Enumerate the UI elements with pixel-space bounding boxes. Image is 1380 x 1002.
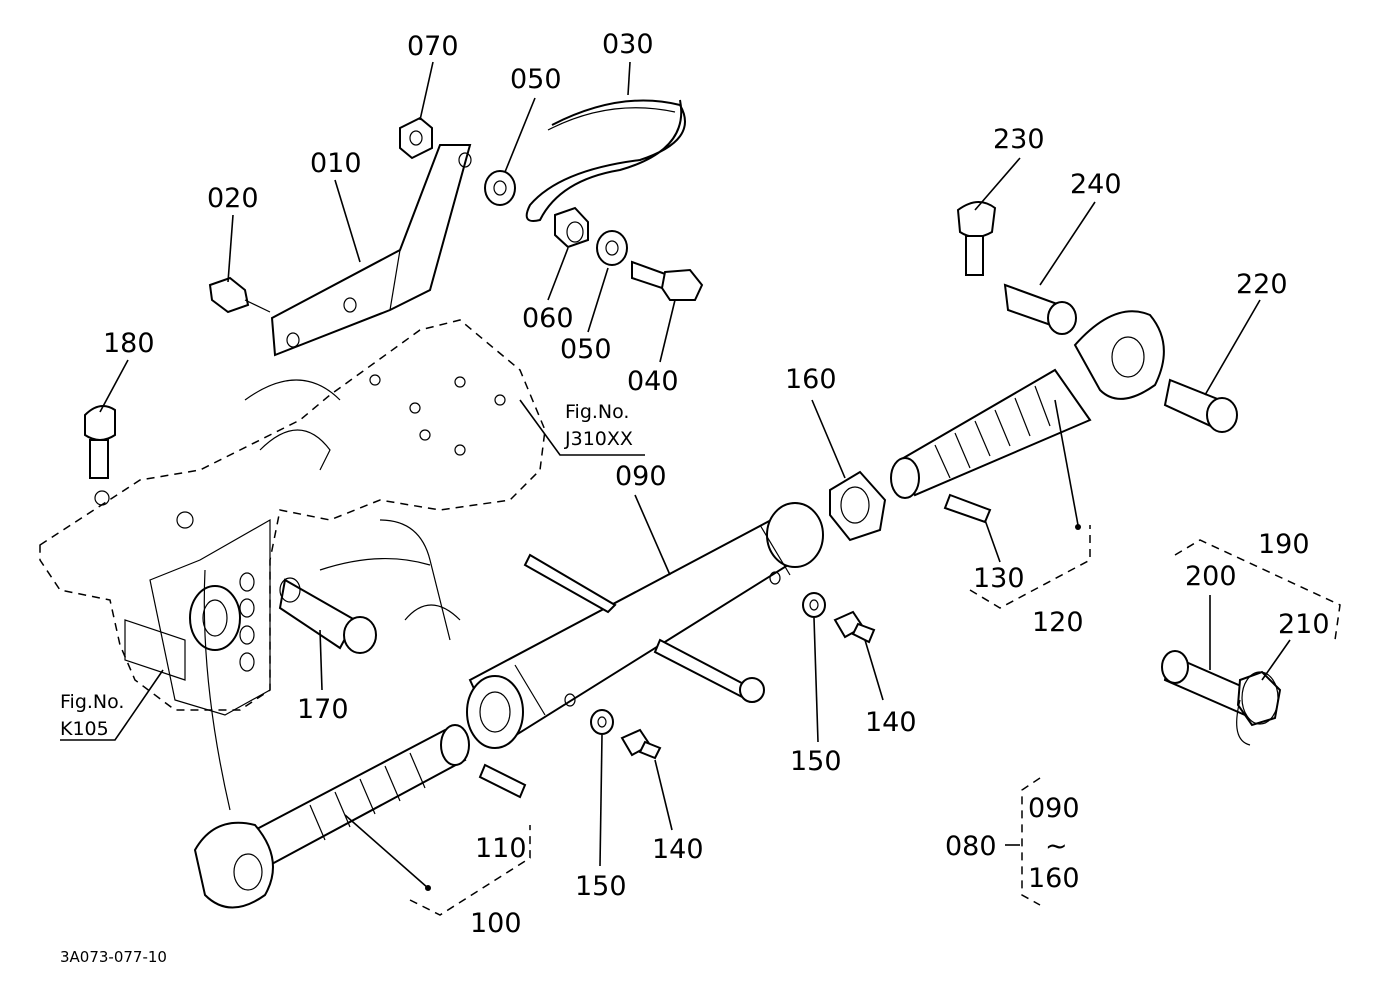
fig-ref-j-id: J310XX xyxy=(564,428,633,450)
label-140-right: 140 xyxy=(865,707,917,738)
part-130-spring-pin xyxy=(943,493,992,524)
part-140-fitting-left xyxy=(620,728,662,760)
label-060: 060 xyxy=(522,303,574,334)
label-150-right: 150 xyxy=(790,746,842,777)
label-070: 070 xyxy=(407,31,459,62)
label-220: 220 xyxy=(1236,269,1288,300)
label-080: 080 xyxy=(945,831,997,862)
part-200-pin xyxy=(1161,650,1252,717)
part-240-sleeve xyxy=(1003,283,1077,335)
housing-frame xyxy=(39,319,546,711)
part-180-pin xyxy=(84,405,116,479)
label-200: 200 xyxy=(1185,561,1237,592)
label-020: 020 xyxy=(207,183,259,214)
label-210: 210 xyxy=(1278,609,1330,640)
label-050-lower: 050 xyxy=(560,334,612,365)
part-120-right-end xyxy=(890,310,1238,499)
label-190: 190 xyxy=(1258,529,1310,560)
part-170-pin xyxy=(278,577,377,654)
part-030-wire-clip xyxy=(525,99,686,222)
lift-arm-bracket xyxy=(124,518,271,811)
label-150-left: 150 xyxy=(575,871,627,902)
part-040-bolt xyxy=(631,260,704,301)
fig-ref-k-title: Fig.No. xyxy=(60,691,124,713)
label-140-left: 140 xyxy=(652,834,704,865)
part-150-washer-right xyxy=(802,592,826,618)
leader-lines xyxy=(60,61,1291,889)
figure-references: Fig.No. J310XX Fig.No. K105 xyxy=(60,401,633,740)
label-050-upper: 050 xyxy=(510,64,562,95)
part-160-locknut xyxy=(829,470,887,542)
part-100-left-end xyxy=(193,724,470,909)
label-100: 100 xyxy=(470,908,522,939)
group-brackets xyxy=(409,524,1341,916)
part-090-tube xyxy=(466,502,824,749)
part-070-nut xyxy=(399,116,433,160)
part-labels: 070 030 050 010 020 060 050 040 180 170 … xyxy=(103,29,1330,939)
label-110: 110 xyxy=(475,833,527,864)
fig-ref-k-id: K105 xyxy=(60,718,109,740)
label-120: 120 xyxy=(1032,607,1084,638)
part-210-clip xyxy=(1236,670,1282,746)
part-010-bracket xyxy=(270,144,472,357)
label-040: 040 xyxy=(627,366,679,397)
label-030: 030 xyxy=(602,29,654,60)
label-230: 230 xyxy=(993,124,1045,155)
label-160: 160 xyxy=(785,364,837,395)
part-050-washer-lower xyxy=(596,230,628,266)
label-090: 090 xyxy=(615,461,667,492)
part-050-washer-upper xyxy=(484,170,516,206)
part-110-spring-pin xyxy=(478,763,527,799)
label-160-range: 160 xyxy=(1028,863,1080,894)
part-060-collar xyxy=(554,206,589,249)
fig-ref-j-title: Fig.No. xyxy=(565,401,629,423)
part-230-pin xyxy=(956,201,997,276)
drawing-code: 3A073-077-10 xyxy=(60,948,167,966)
label-130: 130 xyxy=(973,563,1025,594)
label-170: 170 xyxy=(297,694,349,725)
part-020-bolt xyxy=(208,276,271,314)
part-140-fitting-right xyxy=(833,610,876,644)
label-240: 240 xyxy=(1070,169,1122,200)
label-010: 010 xyxy=(310,148,362,179)
label-090-range: 090 xyxy=(1028,793,1080,824)
part-150-washer-left xyxy=(590,709,614,735)
label-range-tilde: ~ xyxy=(1045,831,1068,862)
label-180: 180 xyxy=(103,328,155,359)
